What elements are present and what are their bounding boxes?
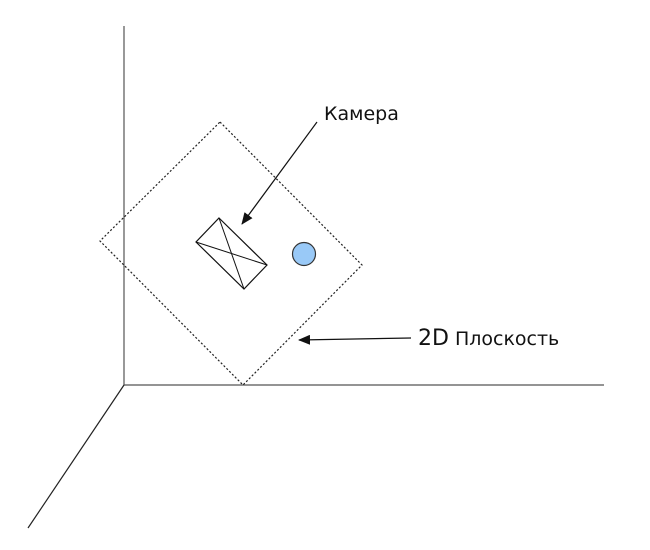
2d-plane [99,121,363,386]
camera-label: Камера [324,103,399,125]
scene-object-circle [291,241,317,267]
plane-label-word: Плоскость [455,328,559,350]
plane-label-prefix: 2D [418,326,449,351]
plane-label: 2D Плоскость [418,326,559,351]
camera-arrow [241,121,318,225]
coordinate-axes [27,26,604,529]
camera-diagonal-2 [195,241,268,266]
camera-icon [195,217,268,290]
plane-arrow [298,334,412,345]
y-axis [27,384,125,529]
